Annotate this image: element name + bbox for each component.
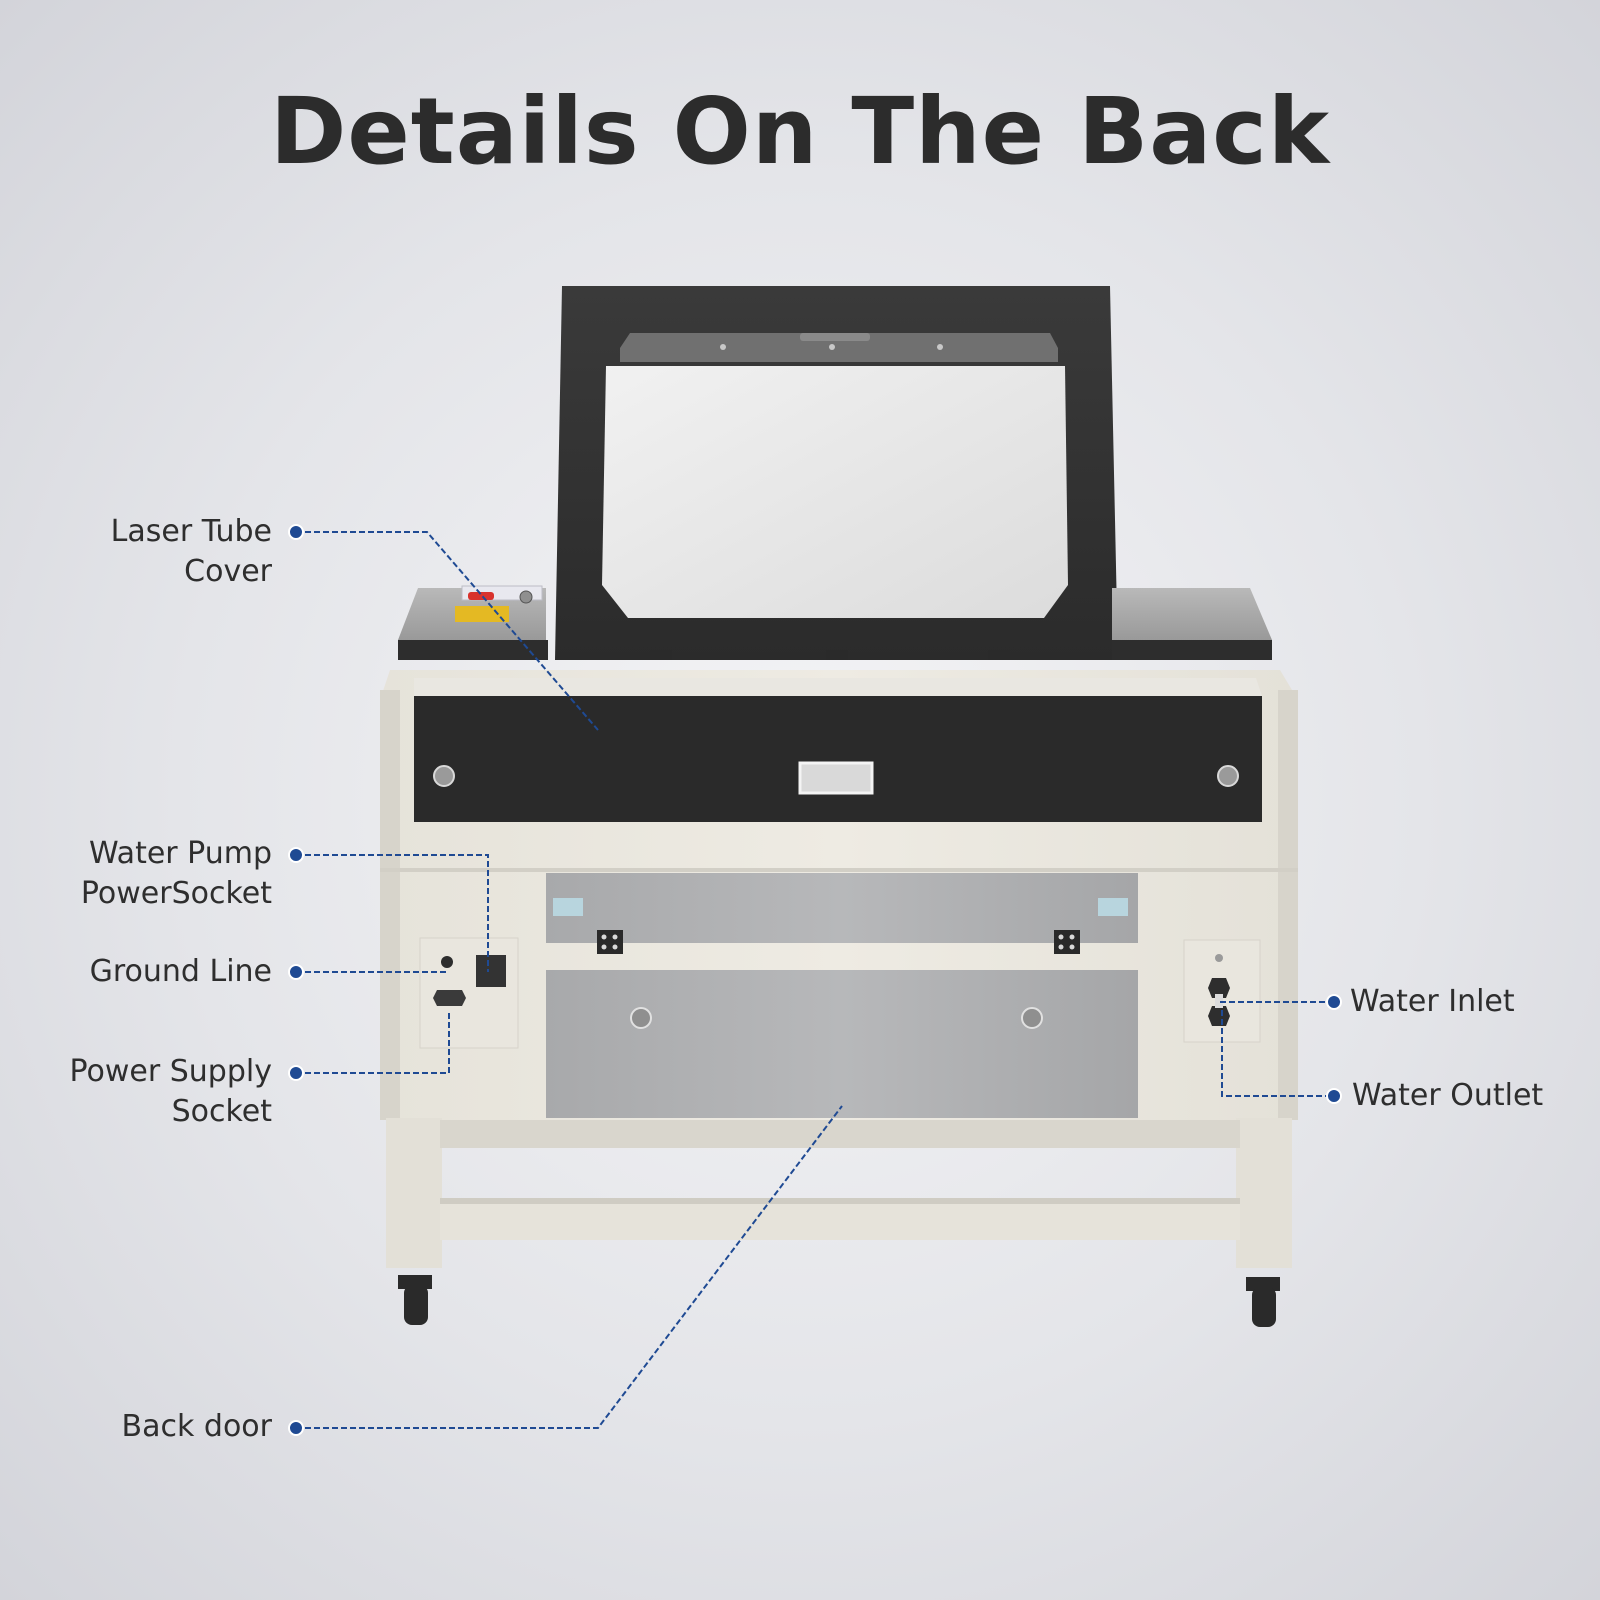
label-laser-tube-cover: Laser Tube Cover <box>110 514 272 589</box>
laser-tube-cover-panel <box>414 696 1262 822</box>
label-water-pump-power-socket: Water Pump PowerSocket <box>80 836 272 911</box>
back-door-marker <box>288 1420 304 1436</box>
label-back-door: Back door <box>121 1409 272 1444</box>
ground-line-marker <box>288 964 304 980</box>
lid-window <box>602 366 1068 618</box>
water-inlet-marker <box>1326 994 1342 1010</box>
page-title: Details On The Back <box>269 78 1331 185</box>
laser-tube-cover-marker <box>288 524 304 540</box>
label-water-inlet: Water Inlet <box>1350 984 1515 1019</box>
water-outlet-marker <box>1326 1088 1342 1104</box>
back-door-panel <box>546 970 1138 1118</box>
power-supply-socket-marker <box>288 1065 304 1081</box>
label-power-supply-socket: Power Supply Socket <box>69 1054 272 1129</box>
label-ground-line: Ground Line <box>89 954 272 989</box>
water-pump-socket-marker <box>288 847 304 863</box>
label-water-outlet: Water Outlet <box>1352 1078 1544 1113</box>
upper-grey-panel <box>546 873 1138 943</box>
